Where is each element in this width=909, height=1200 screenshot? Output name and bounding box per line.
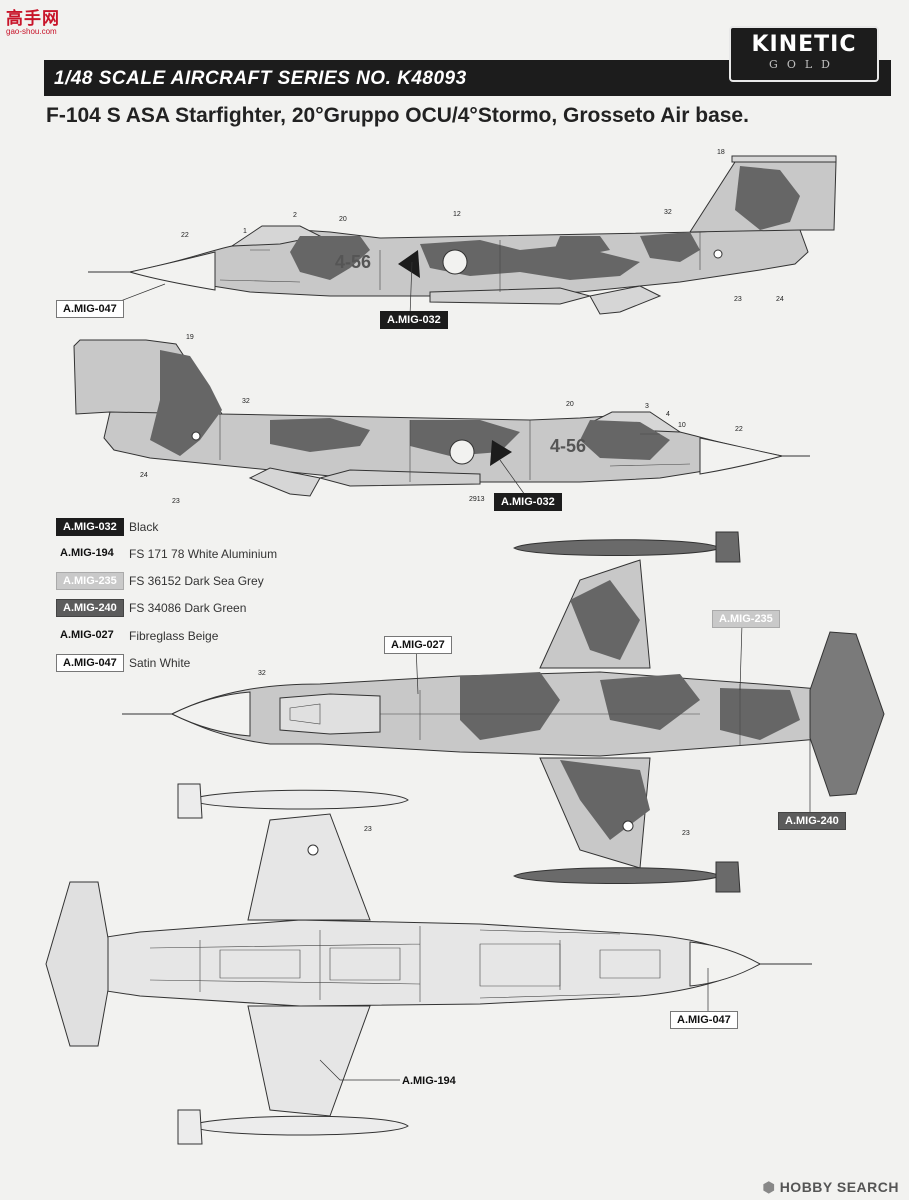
- marking-number: 24: [776, 296, 784, 303]
- marking-number: 23: [734, 296, 742, 303]
- marking-number: 4: [666, 411, 670, 418]
- legend-code: A.MIG-032: [56, 518, 124, 536]
- marking-number: 24: [140, 472, 148, 479]
- marking-number: 3: [645, 403, 649, 410]
- footer-brand: HOBBY SEARCH: [779, 1179, 899, 1195]
- marking-number: 18: [717, 149, 725, 156]
- callout-fibreglass-beige: A.MIG-027: [384, 636, 452, 654]
- legend-desc: FS 171 78 White Aluminium: [129, 547, 278, 561]
- brand-name: KINETIC: [751, 32, 857, 57]
- callout-leaders: [117, 261, 811, 1081]
- legend-code: A.MIG-194: [60, 547, 114, 559]
- fuselage-code-1: 4-56: [335, 252, 371, 272]
- callout-black: A.MIG-032: [380, 311, 448, 329]
- marking-number: 23: [172, 498, 180, 505]
- legend-code: A.MIG-027: [60, 629, 114, 641]
- marking-number: 23: [364, 826, 372, 833]
- site-watermark: 高手网 gao-shou.com: [6, 4, 60, 36]
- marking-number: 20: [566, 401, 574, 408]
- callout-white-aluminium: A.MIG-194: [402, 1075, 456, 1087]
- marking-number: 2913: [469, 496, 485, 503]
- marking-number: 23: [682, 830, 690, 837]
- legend-code: A.MIG-240: [56, 599, 124, 617]
- marking-number: 20: [339, 216, 347, 223]
- marking-number: 19: [186, 334, 194, 341]
- callout-satin-white: A.MIG-047: [670, 1011, 738, 1029]
- marking-number: 22: [735, 426, 743, 433]
- legend-code: A.MIG-235: [56, 572, 124, 590]
- series-label: 1/48 SCALE AIRCRAFT SERIES NO. K48093: [54, 68, 467, 89]
- plan-view-under: [45, 783, 812, 1145]
- watermark-url: gao-shou.com: [6, 27, 57, 36]
- legend-code: A.MIG-047: [56, 654, 124, 672]
- legend-desc: Black: [129, 520, 159, 534]
- kinetic-gold-logo: KINETIC GOLD: [729, 26, 879, 82]
- callout-dark-sea-grey: A.MIG-235: [712, 610, 780, 628]
- hobby-search-watermark: ⬢ HOBBY SEARCH: [763, 1179, 899, 1196]
- marking-number: 32: [242, 398, 250, 405]
- marking-number: 32: [258, 670, 266, 677]
- callout-black: A.MIG-032: [494, 493, 562, 511]
- marking-number: 22: [181, 232, 189, 239]
- marking-number: 10: [678, 422, 686, 429]
- brand-sub: GOLD: [769, 58, 839, 71]
- plan-view-top: [122, 531, 885, 893]
- page-title: F-104 S ASA Starfighter, 20°Gruppo OCU/4…: [46, 104, 749, 127]
- marking-number: 32: [664, 209, 672, 216]
- side-profile-left: 4-56: [88, 155, 837, 315]
- watermark-logo: 高手网: [6, 9, 60, 29]
- legend-desc: Fibreglass Beige: [129, 629, 219, 643]
- side-profile-right: 4-56: [73, 339, 810, 497]
- legend-desc: Satin White: [129, 656, 191, 670]
- callout-satin-white: A.MIG-047: [56, 300, 124, 318]
- legend-desc: FS 34086 Dark Green: [129, 601, 247, 615]
- legend-desc: FS 36152 Dark Sea Grey: [129, 574, 264, 588]
- callout-dark-green: A.MIG-240: [778, 812, 846, 830]
- marking-number: 1: [243, 228, 247, 235]
- marking-number: 2: [293, 212, 297, 219]
- marking-number: 12: [453, 211, 461, 218]
- fuselage-code-2: 4-56: [550, 436, 586, 456]
- hobby-search-icon: ⬢: [762, 1179, 776, 1195]
